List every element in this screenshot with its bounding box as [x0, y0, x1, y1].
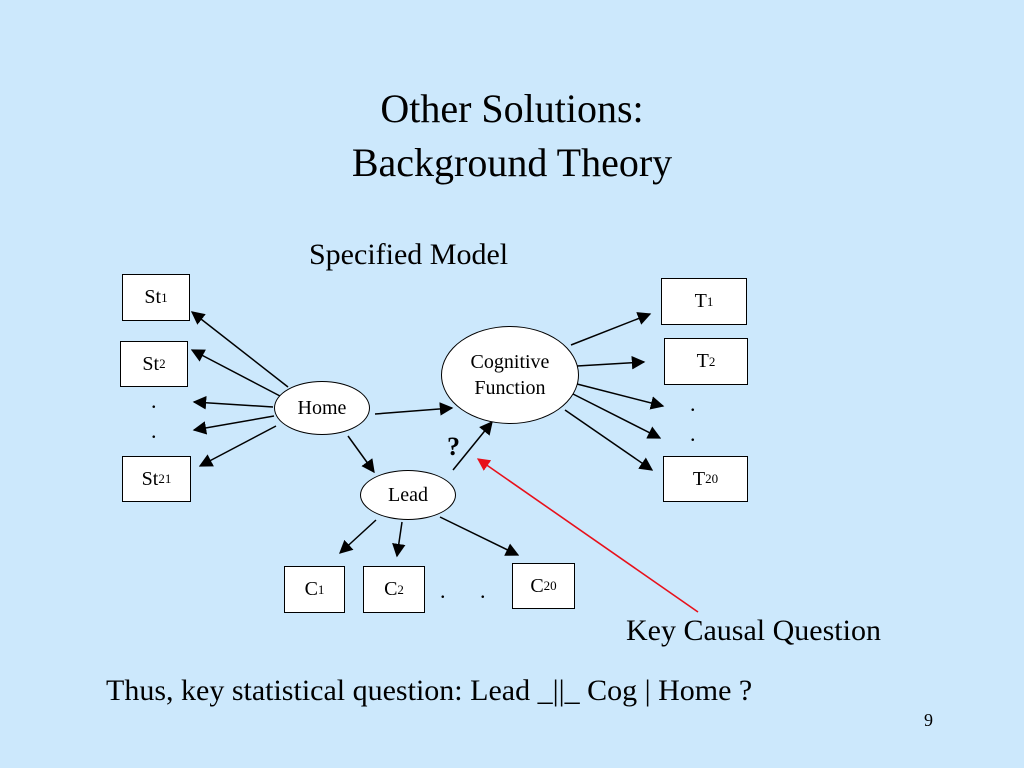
question-mark: ?	[447, 432, 460, 461]
node-lead-label: Lead	[388, 484, 428, 506]
node-t2-label: T	[696, 350, 709, 372]
node-cognitive-function: Cognitive Function	[441, 326, 579, 424]
node-st1-label: St	[144, 286, 162, 308]
arrow-cog-t1	[570, 312, 652, 346]
node-cog-line2: Function	[474, 377, 546, 399]
arrow-cog-dot1	[576, 383, 665, 410]
arrow-home-st21	[198, 425, 277, 467]
node-home: Home	[274, 381, 370, 435]
node-lead: Lead	[360, 470, 456, 520]
arrow-home-cog	[374, 402, 454, 416]
node-cog-line1: Cognitive	[470, 351, 550, 373]
node-t1-label: T	[694, 290, 707, 312]
t-ellipsis-dot-2: .	[690, 421, 696, 446]
diagram-subtitle: Specified Model	[309, 238, 509, 271]
c-ellipsis-dot-1: .	[440, 578, 446, 603]
st-ellipsis-dot-1: .	[151, 388, 157, 413]
slide-title-line2: Background Theory	[351, 140, 673, 185]
slide-title-line1: Other Solutions:	[380, 86, 644, 131]
page-number: 9	[924, 710, 933, 730]
statistical-question-text: Thus, key statistical question: Lead _||…	[106, 674, 753, 707]
key-causal-question-label: Key Causal Question	[626, 614, 881, 647]
arrow-lead-c20	[439, 516, 520, 556]
arrow-lead-c2	[392, 521, 406, 558]
arrow-home-lead	[347, 435, 375, 474]
arrow-home-dot1	[192, 396, 274, 410]
arrow-cog-t2	[576, 355, 646, 370]
node-c20-label: C	[530, 574, 544, 597]
node-st21-label: St	[141, 467, 159, 490]
arrow-home-dot2	[192, 415, 275, 435]
arrow-home-st2	[190, 349, 281, 397]
arrow-key-question	[476, 458, 699, 613]
arrow-lead-cog	[452, 420, 493, 471]
arrow-cog-dot2	[572, 393, 662, 439]
st-ellipsis-dot-2: .	[151, 418, 157, 443]
arrow-cog-t20	[564, 409, 654, 471]
node-t20-label: T	[692, 467, 706, 490]
node-c1-label: C	[304, 578, 318, 600]
c-ellipsis-dot-2: .	[480, 578, 486, 603]
node-c2-label: C	[384, 578, 398, 600]
t-ellipsis-dot-1: .	[690, 391, 696, 416]
node-home-label: Home	[297, 397, 347, 419]
arrow-home-st1	[190, 311, 289, 388]
node-st2-label: St	[142, 352, 160, 375]
arrow-lead-c1	[339, 519, 377, 554]
